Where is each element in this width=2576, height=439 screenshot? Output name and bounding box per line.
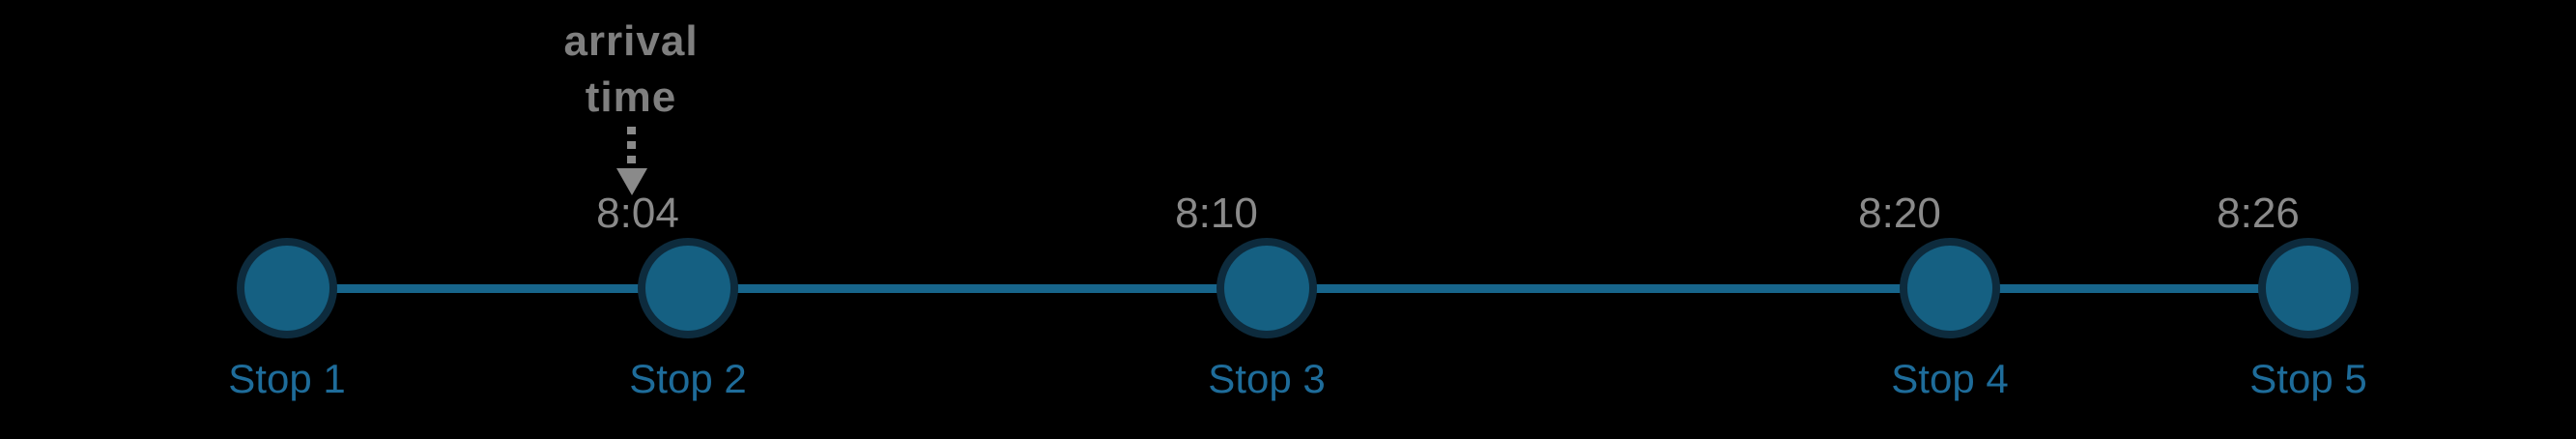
dotted-arrow-head-icon — [616, 168, 647, 195]
arrival-time-callout: arrival time — [563, 14, 698, 126]
arrival-time-label: 8:04 — [596, 190, 679, 237]
arrival-time-callout-line1: arrival — [563, 17, 699, 65]
stop-label: Stop 2 — [629, 356, 747, 401]
stop-marker — [638, 238, 738, 338]
arrival-time-label: 8:26 — [2217, 190, 2300, 237]
stop-label: Stop 3 — [1208, 356, 1326, 401]
dotted-arrow-shaft-icon — [627, 127, 636, 167]
stop-label: Stop 5 — [2249, 356, 2367, 401]
arrival-time-label: 8:10 — [1175, 190, 1258, 237]
arrival-time-label: 8:20 — [1858, 190, 1941, 237]
stop-marker — [2258, 238, 2359, 338]
stop-label: Stop 4 — [1891, 356, 2009, 401]
stop-marker — [1216, 238, 1317, 338]
stop-marker — [237, 238, 337, 338]
stop-marker — [1900, 238, 2000, 338]
arrival-time-callout-line2: time — [585, 73, 677, 121]
stop-label: Stop 1 — [228, 356, 346, 401]
